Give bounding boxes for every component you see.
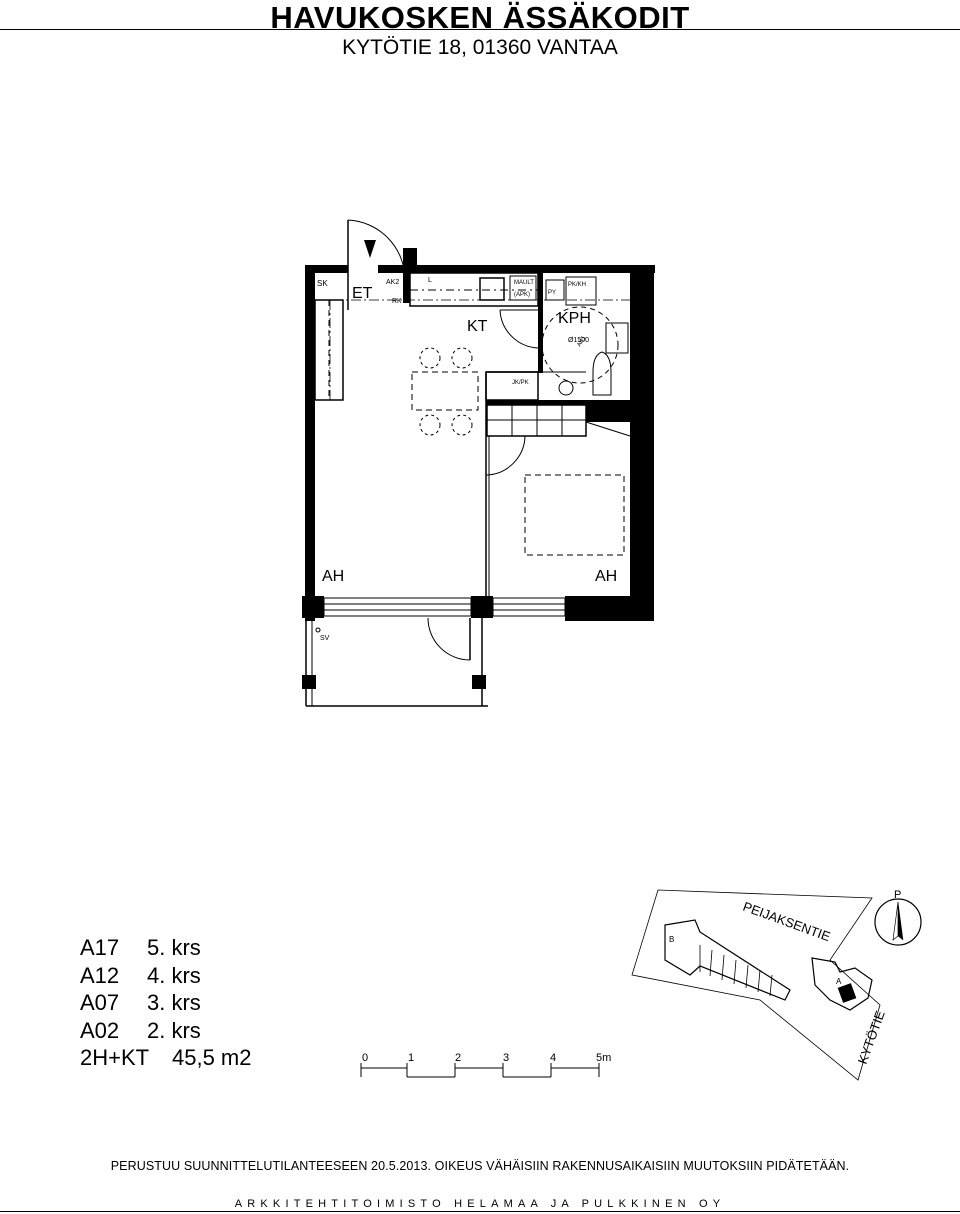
plan-label-ah-right: AH [595, 568, 617, 585]
apartment-summary: 2H+KT 45,5 m2 [80, 1044, 252, 1072]
site-street-peijaksentie: PEIJAKSENTIE [741, 899, 833, 945]
apartment-area: 45,5 m2 [172, 1045, 252, 1070]
plan-label-sv: SV [320, 635, 330, 642]
plan-label-jk-pk: JK/PK [512, 380, 529, 386]
plan-label-l: L [428, 277, 432, 284]
plan-label-py: PY [548, 290, 556, 296]
project-address: KYTÖTIE 18, 01360 VANTAA [342, 36, 618, 59]
plan-label-et: ET [352, 285, 373, 302]
plan-label-kph: KPH [558, 310, 591, 327]
floor-plan-walls [302, 248, 655, 621]
scale-tick-3: 3 [503, 1052, 509, 1064]
unit-floor: 4. krs [147, 962, 201, 988]
plan-label-apk: (APK) [514, 292, 530, 298]
footer-note: PERUSTUU SUUNNITTELUTILANTEESEEN 20.5.20… [110, 1159, 850, 1173]
plan-label-rk: RK [392, 298, 402, 305]
unit-id: A12 [80, 962, 120, 988]
scale-tick-2: 2 [455, 1052, 461, 1064]
project-title: HAVUKOSKEN ÄSSÄKODIT [270, 0, 690, 35]
unit-id: A17 [80, 935, 120, 960]
unit-row: A12 4. krs [80, 962, 252, 990]
plan-label-pk-kh: PK/KH [568, 282, 586, 288]
site-label-b: B [669, 935, 674, 944]
architect-name: ARKKITEHTITOIMISTO HELAMAA JA PULKKINEN … [234, 1198, 726, 1210]
scale-tick-5: 5m [596, 1052, 611, 1064]
plan-label-kt: KT [467, 318, 488, 335]
plan-label-ah-left: AH [322, 568, 344, 585]
footer-rule [0, 1211, 960, 1212]
scale-tick-1: 1 [408, 1052, 414, 1064]
floor-plan-thin-lines [305, 219, 631, 707]
unit-floor: 2. krs [147, 1017, 201, 1043]
sv-symbol-icon [315, 627, 321, 633]
compass-icon [874, 898, 922, 946]
unit-row: A07 3. krs [80, 989, 252, 1017]
scale-bar [360, 1063, 600, 1078]
site-street-kytotie: KYTÖTIE [855, 1008, 888, 1066]
balcony-posts [302, 675, 486, 689]
compass-label: P [894, 889, 901, 901]
unit-row: A17 5. krs [80, 934, 252, 962]
site-label-a: A [836, 977, 842, 986]
unit-row: A02 2. krs [80, 1017, 252, 1045]
site-map [631, 889, 881, 1081]
unit-floor: 5. krs [147, 935, 201, 960]
scale-tick-4: 4 [550, 1052, 556, 1064]
unit-id: A02 [80, 1017, 120, 1043]
plan-label-diameter: Ø1500 [568, 337, 589, 344]
plan-label-ak1: AK1 [577, 335, 588, 348]
apartment-type: 2H+KT [80, 1045, 150, 1070]
plan-label-mault: MAULT [514, 280, 534, 286]
entry-arrow-icon [364, 240, 376, 258]
unit-floor: 3. krs [147, 990, 201, 1015]
site-map-highlight [837, 983, 857, 1003]
scale-tick-0: 0 [362, 1052, 368, 1064]
header-rule [0, 29, 960, 30]
plan-label-ak2: AK2 [386, 279, 399, 286]
unit-id: A07 [80, 990, 120, 1015]
plan-label-sk: SK [317, 279, 328, 288]
